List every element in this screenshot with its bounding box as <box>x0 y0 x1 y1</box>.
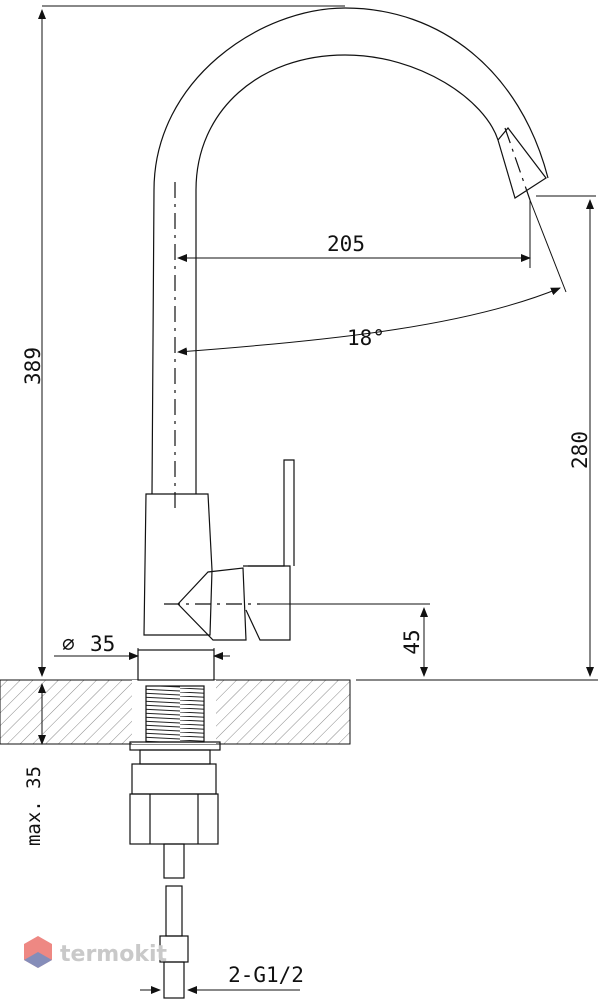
dimension-lines <box>20 5 598 994</box>
dim-total-height: 389 <box>21 347 45 385</box>
termokit-watermark: termokit <box>24 936 167 968</box>
dim-diameter-group: ∅ 35 <box>62 632 115 656</box>
dim-max-thickness: max. 35 <box>23 766 45 846</box>
dim-hoses: 2-G1/2 <box>228 963 304 987</box>
diameter-symbol: ∅ <box>62 632 75 656</box>
dim-body-diameter: 35 <box>90 632 115 656</box>
dim-handle-height: 45 <box>400 629 424 654</box>
dim-spout-reach: 205 <box>327 232 365 256</box>
faucet-outline <box>129 7 549 999</box>
watermark-text: termokit <box>60 942 167 967</box>
termokit-logo-icon <box>24 936 52 968</box>
dim-swivel-angle: 18° <box>347 326 385 350</box>
center-lines <box>164 127 531 605</box>
dim-spout-height: 280 <box>568 431 592 469</box>
